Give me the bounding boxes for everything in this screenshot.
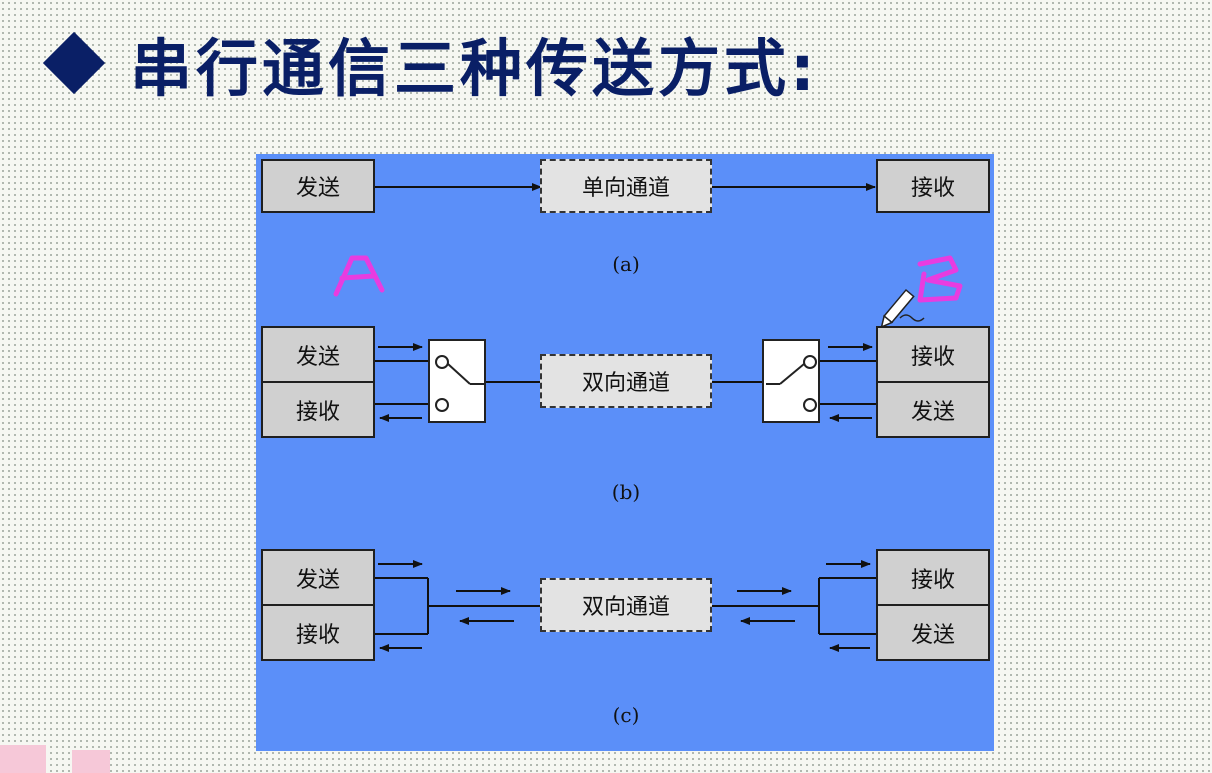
c-duplex-channel: 双向通道: [540, 578, 712, 632]
handwritten-b-mark: [917, 255, 963, 303]
decor-square-2: [72, 750, 110, 773]
b-left-receive-box: 接收: [261, 381, 375, 438]
diagram-panel: 发送 单向通道 接收 (a) 发送 接收 双向通道 接收 发送 (b) 发送 接…: [256, 154, 994, 751]
pen-cursor-icon: [880, 288, 915, 329]
handwritten-a-mark: [333, 255, 385, 297]
c-right-send-box: 发送: [876, 604, 990, 661]
c-left-receive-box: 接收: [261, 604, 375, 661]
caption-a: (a): [612, 252, 640, 276]
b-left-send-box: 发送: [261, 326, 375, 383]
diamond-bullet-icon: [42, 31, 106, 95]
b-right-switch: [762, 339, 820, 423]
b-left-switch: [428, 339, 486, 423]
slide-title: 串行通信三种传送方式:: [40, 18, 819, 108]
a-receive-box: 接收: [876, 159, 990, 213]
b-right-send-box: 发送: [876, 381, 990, 438]
decor-square-1: [0, 745, 46, 773]
a-simplex-channel: 单向通道: [540, 159, 712, 213]
c-right-receive-box: 接收: [876, 549, 990, 606]
b-duplex-channel: 双向通道: [540, 354, 712, 408]
b-right-receive-box: 接收: [876, 326, 990, 383]
a-send-box: 发送: [261, 159, 375, 213]
c-left-send-box: 发送: [261, 549, 375, 606]
caption-c: (c): [612, 703, 640, 727]
caption-b: (b): [611, 480, 641, 504]
connector-lines: [333, 183, 963, 652]
slide-title-text: 串行通信三种传送方式:: [130, 32, 819, 105]
